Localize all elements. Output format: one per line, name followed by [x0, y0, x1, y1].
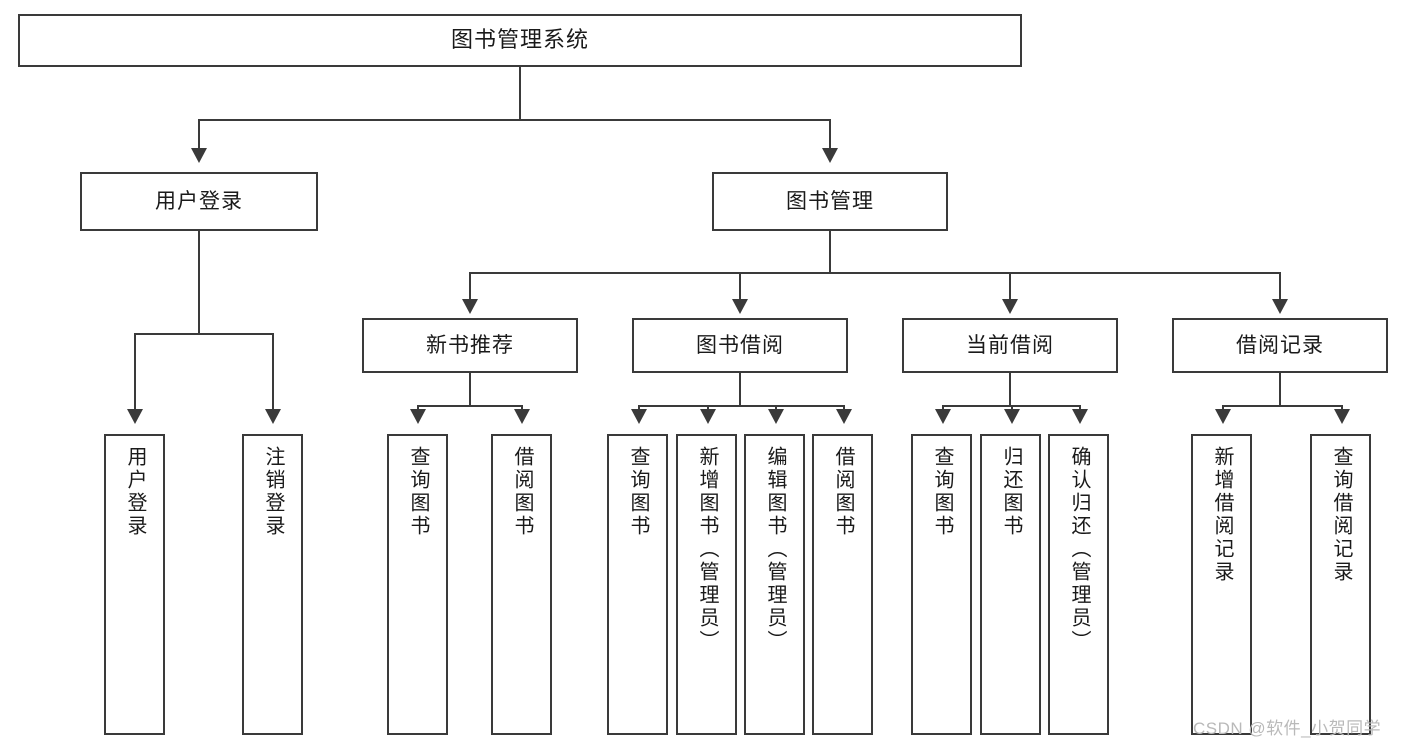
connector-book-mgmt-to-current-borrow [1009, 272, 1011, 300]
node-label: 编辑图书（管理员） [764, 446, 786, 653]
connector-root-stem [519, 67, 521, 119]
node-label: 查询图书 [627, 446, 649, 538]
leaf-book-borrow-edit-book-admin[interactable]: 编辑图书（管理员） [744, 434, 805, 735]
node-label: 图书管理 [786, 189, 874, 213]
node-label: 图书管理系统 [450, 27, 589, 53]
node-label: 查询借阅记录 [1330, 446, 1352, 584]
connector-book-mgmt-bus [469, 272, 1280, 274]
leaf-user-login-login[interactable]: 用户登录 [104, 434, 165, 735]
connector-book-borrow-bus [638, 405, 844, 407]
connector-root-to-book-mgmt [829, 119, 831, 149]
node-borrow-record[interactable]: 借阅记录 [1172, 318, 1388, 373]
connector-book-mgmt-to-new-book [469, 272, 471, 300]
connector-book-borrow-to-leaf-3 [775, 405, 777, 410]
connector-current-borrow-to-leaf-2 [1011, 405, 1013, 410]
connector-current-borrow-stem [1009, 373, 1011, 405]
node-label: 查询图书 [407, 446, 429, 538]
connector-book-mgmt-to-borrow-record [1279, 272, 1281, 300]
arrow-book-mgmt-to-book-borrow [732, 299, 748, 314]
node-label: 新增借阅记录 [1211, 446, 1233, 584]
node-label: 用户登录 [124, 446, 146, 538]
arrow-new-book-to-leaf-1 [410, 409, 426, 424]
leaf-current-borrow-return-book[interactable]: 归还图书 [980, 434, 1041, 735]
node-label: 新书推荐 [426, 333, 514, 357]
connector-root-to-user-login [198, 119, 200, 149]
node-label: 新增图书（管理员） [696, 446, 718, 653]
node-root-system[interactable]: 图书管理系统 [18, 14, 1022, 67]
leaf-user-login-logout[interactable]: 注销登录 [242, 434, 303, 735]
node-user-login[interactable]: 用户登录 [80, 172, 318, 231]
node-new-book-recommend[interactable]: 新书推荐 [362, 318, 578, 373]
arrow-book-borrow-to-leaf-4 [836, 409, 852, 424]
connector-current-borrow-to-leaf-1 [942, 405, 944, 410]
connector-current-borrow-to-leaf-3 [1079, 405, 1081, 410]
arrow-borrow-record-to-leaf-2 [1334, 409, 1350, 424]
connector-book-borrow-stem [739, 373, 741, 405]
arrow-borrow-record-to-leaf-1 [1215, 409, 1231, 424]
arrow-current-borrow-to-leaf-2 [1004, 409, 1020, 424]
leaf-current-borrow-confirm-return-admin[interactable]: 确认归还（管理员） [1048, 434, 1109, 735]
leaf-book-borrow-borrow-book[interactable]: 借阅图书 [812, 434, 873, 735]
connector-borrow-record-to-leaf-2 [1341, 405, 1343, 410]
connector-book-mgmt-stem [829, 231, 831, 272]
node-book-management[interactable]: 图书管理 [712, 172, 948, 231]
node-label: 当前借阅 [966, 333, 1054, 357]
node-label: 借阅记录 [1236, 333, 1324, 357]
leaf-new-book-borrow-book[interactable]: 借阅图书 [491, 434, 552, 735]
connector-borrow-record-to-leaf-1 [1222, 405, 1224, 410]
connector-book-borrow-to-leaf-1 [638, 405, 640, 410]
arrow-book-mgmt-to-current-borrow [1002, 299, 1018, 314]
leaf-borrow-record-add-record[interactable]: 新增借阅记录 [1191, 434, 1252, 735]
leaf-new-book-query-book[interactable]: 查询图书 [387, 434, 448, 735]
connector-root-bus [198, 119, 831, 121]
watermark-text: CSDN @软件_小贺同学 [1193, 719, 1382, 738]
connector-new-book-to-leaf-2 [521, 405, 523, 410]
arrow-new-book-to-leaf-2 [514, 409, 530, 424]
node-current-borrow[interactable]: 当前借阅 [902, 318, 1118, 373]
leaf-book-borrow-add-book-admin[interactable]: 新增图书（管理员） [676, 434, 737, 735]
connector-new-book-bus [417, 405, 521, 407]
connector-user-login-to-leaf-1 [134, 333, 136, 410]
arrow-book-borrow-to-leaf-1 [631, 409, 647, 424]
leaf-book-borrow-query-book[interactable]: 查询图书 [607, 434, 668, 735]
connector-user-login-bus [134, 333, 272, 335]
node-label: 归还图书 [1000, 446, 1022, 538]
arrow-book-borrow-to-leaf-3 [768, 409, 784, 424]
connector-borrow-record-bus [1222, 405, 1341, 407]
connector-new-book-to-leaf-1 [417, 405, 419, 410]
arrow-current-borrow-to-leaf-3 [1072, 409, 1088, 424]
arrow-current-borrow-to-leaf-1 [935, 409, 951, 424]
connector-user-login-to-leaf-2 [272, 333, 274, 410]
node-label: 图书借阅 [696, 333, 784, 357]
node-label: 确认归还（管理员） [1068, 446, 1090, 653]
arrow-book-borrow-to-leaf-2 [700, 409, 716, 424]
connector-book-borrow-to-leaf-2 [707, 405, 709, 410]
arrow-user-login-to-leaf-2 [265, 409, 281, 424]
arrow-root-to-book-mgmt [822, 148, 838, 163]
connector-user-login-stem [198, 231, 200, 333]
arrow-root-to-user-login [191, 148, 207, 163]
connector-book-mgmt-to-book-borrow [739, 272, 741, 300]
arrow-book-mgmt-to-borrow-record [1272, 299, 1288, 314]
leaf-borrow-record-query-record[interactable]: 查询借阅记录 [1310, 434, 1371, 735]
node-label: 用户登录 [155, 189, 243, 213]
arrow-user-login-to-leaf-1 [127, 409, 143, 424]
node-label: 借阅图书 [832, 446, 854, 538]
connector-book-borrow-to-leaf-4 [843, 405, 845, 410]
node-book-borrow[interactable]: 图书借阅 [632, 318, 848, 373]
node-label: 注销登录 [262, 446, 284, 538]
node-label: 查询图书 [931, 446, 953, 538]
connector-new-book-stem [469, 373, 471, 405]
arrow-book-mgmt-to-new-book [462, 299, 478, 314]
node-label: 借阅图书 [511, 446, 533, 538]
leaf-current-borrow-query-book[interactable]: 查询图书 [911, 434, 972, 735]
connector-borrow-record-stem [1279, 373, 1281, 405]
